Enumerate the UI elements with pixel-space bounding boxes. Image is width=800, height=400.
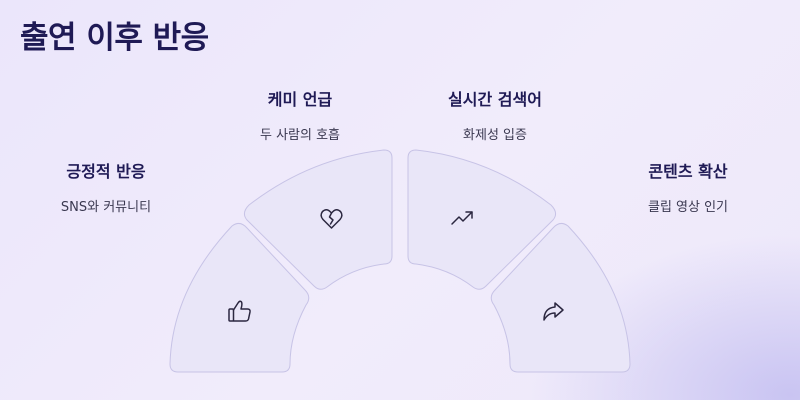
- segment-heading: 긍정적 반응: [66, 162, 146, 181]
- segment-heading: 케미 언급: [267, 90, 333, 109]
- gauge-segment-content-spread: [490, 222, 631, 373]
- gauge-segment-chemistry: [243, 149, 393, 290]
- heart-icon: [320, 209, 343, 229]
- share-icon: [543, 302, 564, 321]
- segment-subtext: 클립 영상 인기: [647, 200, 729, 215]
- segment-heading: 실시간 검색어: [448, 90, 542, 109]
- segment-subtext: SNS와 커뮤니티: [60, 200, 152, 215]
- segment-subtext: 두 사람의 호흡: [259, 128, 341, 143]
- segment-subtext: 화제성 입증: [463, 128, 527, 143]
- page-title: 출연 이후 반응: [20, 20, 209, 56]
- segment-label-content-spread: 콘텐츠 확산 클립 영상 인기: [578, 158, 798, 215]
- gauge-segment-positive-reaction: [169, 222, 310, 373]
- segment-label-positive-reaction: 긍정적 반응 SNS와 커뮤니티: [0, 158, 216, 215]
- segment-label-chemistry: 케미 언급 두 사람의 호흡: [190, 86, 410, 143]
- thumbs-up-icon: [228, 300, 251, 322]
- segment-heading: 콘텐츠 확산: [648, 162, 728, 181]
- gauge-segment-realtime-search: [407, 149, 557, 290]
- trending-up-icon: [451, 211, 473, 225]
- segment-label-realtime-search: 실시간 검색어 화제성 입증: [385, 86, 605, 143]
